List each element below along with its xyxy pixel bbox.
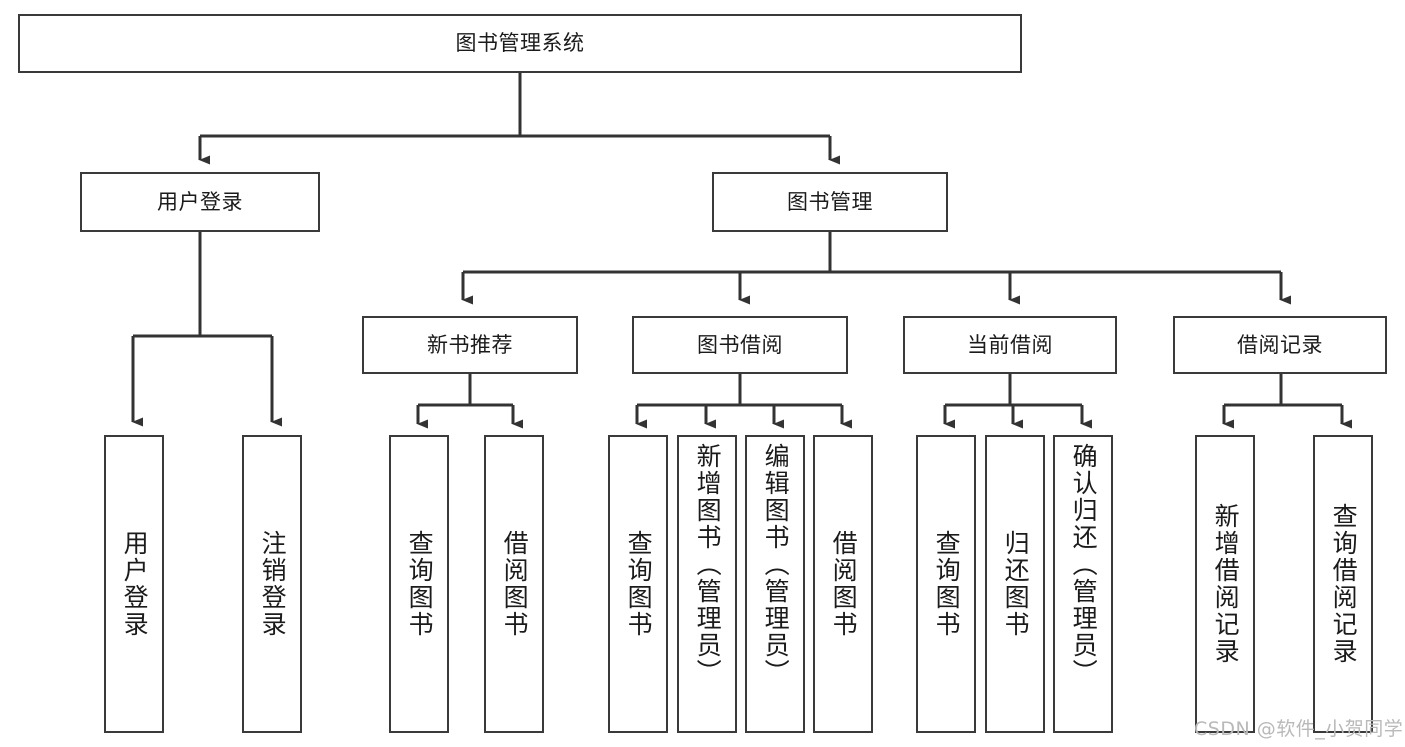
leaf-borrow-book-recommend[interactable]: 借阅图书 — [484, 435, 544, 733]
leaf-confirm-return-admin[interactable]: 确认归还（管理员） — [1053, 435, 1113, 733]
leaf-borrow-book[interactable]: 借阅图书 — [813, 435, 873, 733]
leaf-add-book-admin[interactable]: 新增图书（管理员） — [677, 435, 737, 733]
leaf-add-borrow-record[interactable]: 新增借阅记录 — [1195, 435, 1255, 733]
leaf-query-book-borrow[interactable]: 查询图书 — [608, 435, 668, 733]
node-borrow-record[interactable]: 借阅记录 — [1173, 316, 1387, 374]
node-book-borrow[interactable]: 图书借阅 — [632, 316, 848, 374]
node-user-login[interactable]: 用户登录 — [80, 172, 320, 232]
leaf-query-borrow-record[interactable]: 查询借阅记录 — [1313, 435, 1373, 733]
node-book-management[interactable]: 图书管理 — [712, 172, 948, 232]
leaf-edit-book-admin[interactable]: 编辑图书（管理员） — [745, 435, 805, 733]
leaf-query-book-recommend[interactable]: 查询图书 — [389, 435, 449, 733]
node-current-borrow[interactable]: 当前借阅 — [903, 316, 1117, 374]
node-new-book-recommend[interactable]: 新书推荐 — [362, 316, 578, 374]
leaf-return-book[interactable]: 归还图书 — [985, 435, 1045, 733]
leaf-query-book-current[interactable]: 查询图书 — [916, 435, 976, 733]
node-root-book-management-system[interactable]: 图书管理系统 — [18, 14, 1022, 73]
leaf-user-login[interactable]: 用户登录 — [104, 435, 164, 733]
csdn-watermark: CSDN @软件_小贺同学 — [1194, 718, 1404, 740]
leaf-logout-login[interactable]: 注销登录 — [242, 435, 302, 733]
